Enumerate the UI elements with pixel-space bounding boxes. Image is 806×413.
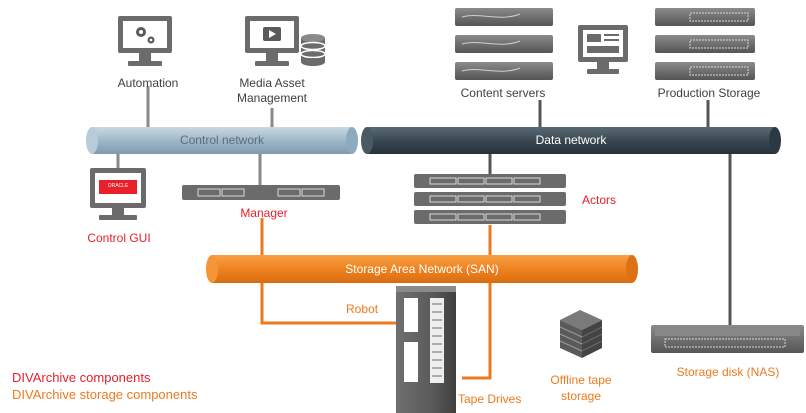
offline-tape-stack (559, 310, 603, 358)
gear-icon (136, 27, 155, 44)
actors-label: Actors (582, 193, 617, 207)
mam-monitor (245, 16, 326, 66)
manager-label: Manager (240, 206, 288, 220)
control-gui-monitor (90, 168, 146, 220)
control-network-label: Control network (179, 133, 265, 147)
control-network-bar (86, 127, 358, 154)
content-server-stack (455, 8, 553, 80)
storage-unit (655, 62, 755, 80)
mam-label-line2: Management (236, 91, 308, 105)
nas-server (651, 325, 804, 353)
legend-storage-components: DIVArchive storage components (12, 387, 198, 402)
storage-unit (655, 8, 755, 26)
tape-library-robot (396, 286, 456, 413)
nas-label: Storage disk (NAS) (676, 365, 780, 379)
san-label: Storage Area Network (SAN) (345, 262, 499, 276)
production-storage-label: Production Storage (657, 86, 761, 100)
automation-monitor (118, 16, 172, 66)
tape-drives-label: Tape Drives (458, 392, 522, 406)
actor-server (414, 210, 566, 224)
server-unit (455, 8, 553, 26)
manager-server (182, 185, 340, 200)
mam-label-line1: Media Asset (239, 76, 305, 90)
offline-label-line1: Offline tape (550, 373, 612, 387)
database-icon (300, 34, 326, 66)
server-unit (455, 35, 553, 53)
oracle-logo (99, 180, 137, 194)
offline-label-line2: storage (560, 389, 602, 403)
play-icon (263, 27, 281, 41)
data-network-label: Data network (535, 133, 607, 147)
connection-lines (116, 86, 732, 380)
san-bar (206, 255, 638, 283)
data-network-bar (361, 127, 781, 154)
data-network-monitor (578, 25, 628, 74)
actor-server (414, 174, 566, 188)
actors-stack (414, 174, 566, 224)
tape-drives-san-link (462, 282, 492, 380)
oracle-logo-text: ORACLE (107, 183, 129, 189)
automation-label: Automation (117, 76, 179, 90)
production-storage-stack (655, 8, 755, 80)
storage-unit (655, 35, 755, 53)
legend-components: DIVArchive components (12, 370, 151, 385)
robot-san-link (260, 282, 398, 325)
control-gui-label: Control GUI (87, 231, 151, 245)
server-unit (455, 62, 553, 80)
content-servers-label: Content servers (460, 86, 546, 100)
actor-server (414, 192, 566, 206)
robot-label: Robot (346, 302, 379, 316)
